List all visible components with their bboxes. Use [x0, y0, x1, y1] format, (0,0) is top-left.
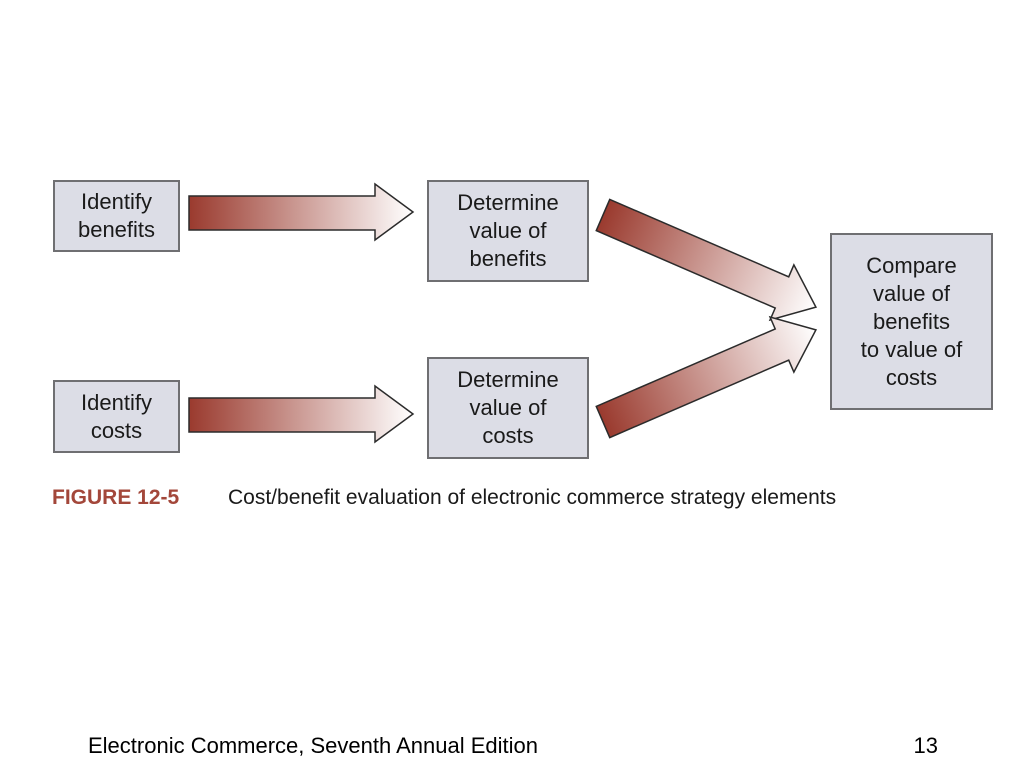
identify-costs-box: Identify costs	[53, 380, 180, 453]
determine-costs-box: Determine value of costs	[427, 357, 589, 459]
arrow-benefits-to-compare	[595, 198, 818, 322]
identify-benefits-box: Identify benefits	[53, 180, 180, 252]
page-number: 13	[913, 733, 938, 758]
figure-number: FIGURE 12-5	[52, 486, 180, 509]
compare-box: Compare value of benefits to value of co…	[830, 233, 993, 410]
determine-benefits-box: Determine value of benefits	[427, 180, 589, 282]
arrow-costs-to-compare	[595, 315, 818, 439]
figure-caption-text: Cost/benefit evaluation of electronic co…	[228, 486, 837, 509]
arrow-benefits-to-determine	[188, 182, 415, 242]
footer-title: Electronic Commerce, Seventh Annual Edit…	[88, 733, 539, 758]
arrow-costs-to-determine	[188, 384, 415, 444]
figure-caption: FIGURE 12-5 Cost/benefit evaluation of e…	[52, 484, 836, 512]
